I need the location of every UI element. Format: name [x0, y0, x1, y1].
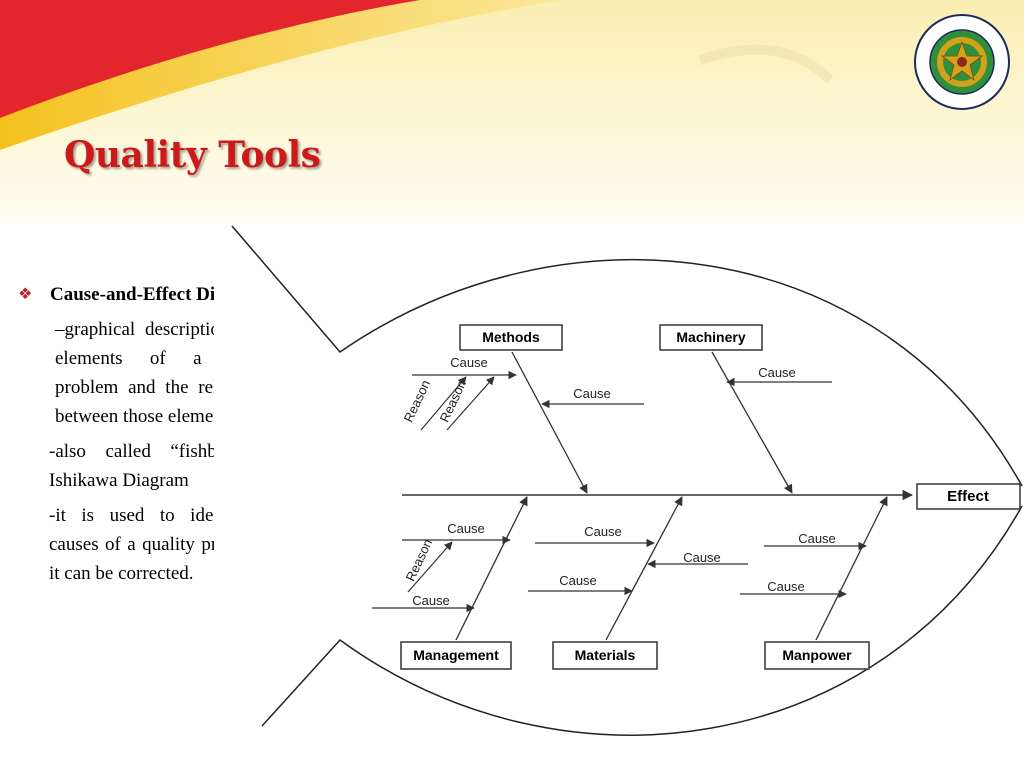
- management-label: Management: [413, 647, 499, 663]
- cause-label: Cause: [412, 593, 450, 608]
- materials-bone: [605, 496, 683, 641]
- cause-label: Cause: [758, 365, 796, 380]
- cause-label: Cause: [573, 386, 611, 401]
- cause-label: Cause: [450, 355, 488, 370]
- reason-arrow: [420, 376, 467, 431]
- cause-label: Cause: [798, 531, 836, 546]
- materials-box: [552, 641, 658, 670]
- cause-label: Cause: [559, 573, 597, 588]
- management-box: [400, 641, 512, 670]
- reason-arrow: [446, 376, 495, 431]
- fish-outline-bottom: [261, 505, 1023, 736]
- cause-label: Cause: [447, 521, 485, 536]
- reason-arrow: [407, 541, 453, 593]
- diamond-bullet-icon: ❖: [18, 286, 33, 303]
- fish-outline-top: [231, 225, 1023, 487]
- machinery-box: [659, 324, 763, 351]
- machinery-label: Machinery: [676, 329, 745, 345]
- effect-box: [916, 483, 1021, 510]
- effect-label: Effect: [947, 488, 989, 505]
- manpower-box: [764, 641, 870, 670]
- cause-label: Cause: [584, 524, 622, 539]
- manpower-bone: [815, 496, 888, 641]
- methods-bone: [511, 351, 588, 494]
- text-content: ❖ Cause-and-Effect Diagrams –graphical d…: [18, 280, 288, 588]
- banner-red-band: [0, 0, 420, 118]
- slide-title: Quality Tools: [64, 134, 321, 176]
- cause-label: Cause: [767, 579, 805, 594]
- management-bone: [455, 496, 528, 641]
- university-seal-logo: [914, 14, 1010, 110]
- methods-box: [459, 324, 563, 351]
- materials-label: Materials: [575, 647, 636, 663]
- manpower-label: Manpower: [782, 647, 852, 663]
- methods-label: Methods: [482, 329, 540, 345]
- cause-label: Cause: [683, 550, 721, 565]
- machinery-bone: [711, 351, 793, 494]
